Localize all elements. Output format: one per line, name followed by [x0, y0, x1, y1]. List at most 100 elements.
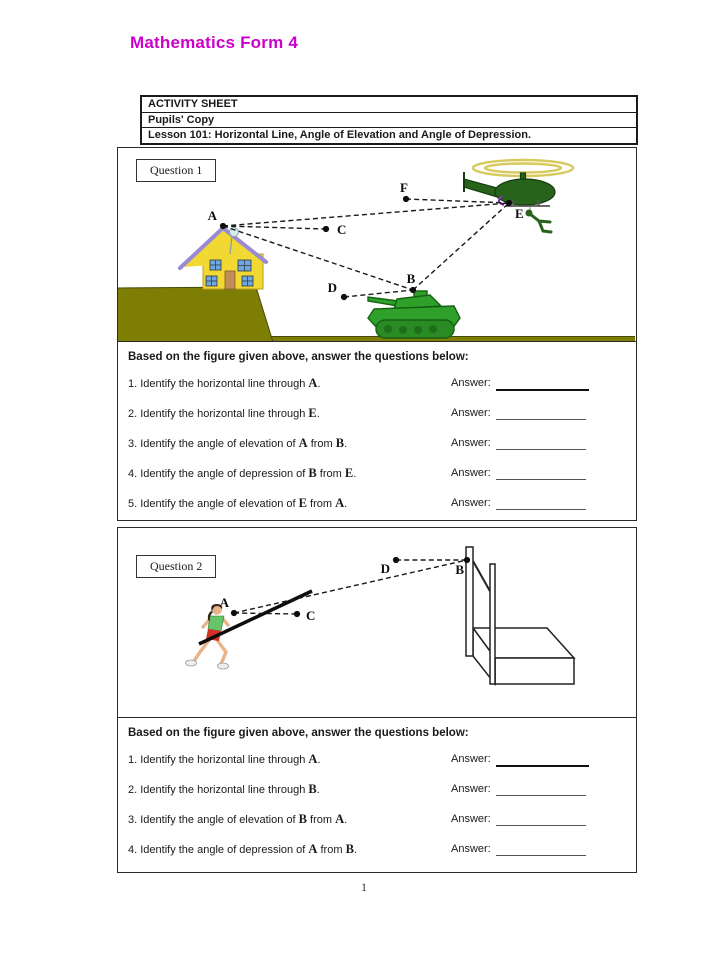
question-item-text: 5. Identify the angle of elevation of E …	[128, 495, 348, 510]
answer-blank	[495, 812, 586, 826]
point-dot-A	[230, 609, 238, 617]
answer-label: Answer:	[451, 843, 491, 855]
header-cell-activity-sheet: ACTIVITY SHEET	[140, 95, 638, 113]
answer-label: Answer:	[451, 813, 491, 825]
question1-item-list: 1. Identify the horizontal line through …	[128, 368, 626, 518]
point-letter: E	[298, 495, 307, 510]
answer-area: Answer:	[451, 466, 586, 480]
sightline-dashed	[412, 202, 510, 291]
question-item: 2. Identify the horizontal line through …	[128, 774, 626, 804]
point-dot-C	[322, 225, 330, 233]
answer-blank	[495, 376, 589, 391]
point-label-D: D	[381, 561, 390, 576]
answer-blank	[495, 496, 586, 510]
answer-blank	[495, 752, 589, 767]
point-dot-A	[219, 222, 227, 230]
point-letter: B	[308, 465, 317, 480]
question2-heading: Based on the figure given above, answer …	[128, 727, 469, 739]
point-letter: A	[335, 811, 345, 826]
question-item-text: 2. Identify the horizontal line through …	[128, 781, 320, 796]
answer-blank	[495, 406, 586, 420]
point-dot-E	[505, 199, 513, 207]
question2-questions: Based on the figure given above, answer …	[118, 717, 636, 872]
question-item-text: 1. Identify the horizontal line through …	[128, 751, 321, 766]
hill-shape	[118, 286, 274, 341]
point-label-B: B	[455, 562, 464, 577]
sightline-dashed	[233, 612, 298, 615]
point-letter: B	[345, 841, 354, 856]
answer-area: Answer:	[451, 812, 586, 826]
question-item-text: 3. Identify the angle of elevation of B …	[128, 811, 348, 826]
header-cell-pupils-copy: Pupils' Copy	[140, 111, 638, 128]
answer-blank	[495, 842, 586, 856]
hanging-person-icon	[525, 206, 553, 234]
answer-label: Answer:	[451, 497, 491, 509]
tank-icon	[367, 290, 461, 339]
point-label-B: B	[407, 271, 416, 286]
page-title: Mathematics Form 4	[130, 33, 298, 52]
question-item: 5. Identify the angle of elevation of E …	[128, 488, 626, 518]
answer-area: Answer:	[451, 752, 589, 767]
answer-area: Answer:	[451, 406, 586, 420]
house-icon	[178, 225, 268, 290]
sightline-dashed	[233, 559, 468, 614]
point-label-E: E	[515, 206, 524, 221]
question2-label: Question 2	[136, 555, 217, 578]
question1-questions: Based on the figure given above, answer …	[118, 341, 636, 520]
header-table: ACTIVITY SHEET Pupils' Copy Lesson 101: …	[140, 95, 638, 145]
answer-area: Answer:	[451, 496, 586, 510]
answer-label: Answer:	[451, 437, 491, 449]
highjump-uprights	[465, 546, 496, 685]
sightline-dashed	[343, 289, 414, 298]
answer-blank	[495, 436, 586, 450]
point-dot-B	[409, 286, 417, 294]
point-dot-C	[293, 610, 301, 618]
header-cell-lesson-title: Lesson 101: Horizontal Line, Angle of El…	[140, 127, 638, 144]
point-letter: B	[335, 435, 345, 450]
question-item: 1. Identify the horizontal line through …	[128, 744, 626, 774]
point-letter: A	[308, 751, 318, 766]
answer-area: Answer:	[451, 782, 586, 796]
question-item-text: 4. Identify the angle of depression of B…	[128, 465, 357, 480]
point-dot-D	[340, 293, 348, 301]
point-label-C: C	[306, 608, 315, 623]
point-label-A: A	[208, 208, 218, 223]
ground-strip	[118, 336, 635, 341]
question-item: 2. Identify the horizontal line through …	[128, 398, 626, 428]
antenna-mast	[229, 235, 233, 255]
answer-area: Answer:	[451, 376, 589, 391]
question-item-text: 3. Identify the angle of elevation of A …	[128, 435, 348, 450]
header-row: ACTIVITY SHEET	[140, 95, 638, 113]
question-item: 1. Identify the horizontal line through …	[128, 368, 626, 398]
answer-label: Answer:	[451, 407, 491, 419]
header-row: Pupils' Copy	[140, 111, 638, 128]
point-dot-F	[402, 195, 410, 203]
question1-label: Question 1	[136, 159, 217, 182]
point-letter: A	[308, 375, 318, 390]
answer-blank	[495, 782, 586, 796]
point-letter: A	[298, 435, 308, 450]
tank-barrel	[367, 296, 399, 307]
question-item: 4. Identify the angle of depression of B…	[128, 458, 626, 488]
point-label-D: D	[328, 280, 337, 295]
question-item-text: 2. Identify the horizontal line through …	[128, 405, 320, 420]
question-item-text: 1. Identify the horizontal line through …	[128, 375, 321, 390]
landing-mat-icon	[471, 625, 576, 687]
sightline-dashed	[222, 225, 414, 291]
point-letter: A	[335, 495, 345, 510]
answer-label: Answer:	[451, 467, 491, 479]
satellite-dish-icon	[229, 227, 239, 237]
point-label-F: F	[400, 180, 408, 195]
answer-area: Answer:	[451, 436, 586, 450]
question2-item-list: 1. Identify the horizontal line through …	[128, 744, 626, 864]
point-letter: A	[308, 841, 318, 856]
runner-icon	[185, 604, 230, 670]
answer-label: Answer:	[451, 377, 491, 389]
